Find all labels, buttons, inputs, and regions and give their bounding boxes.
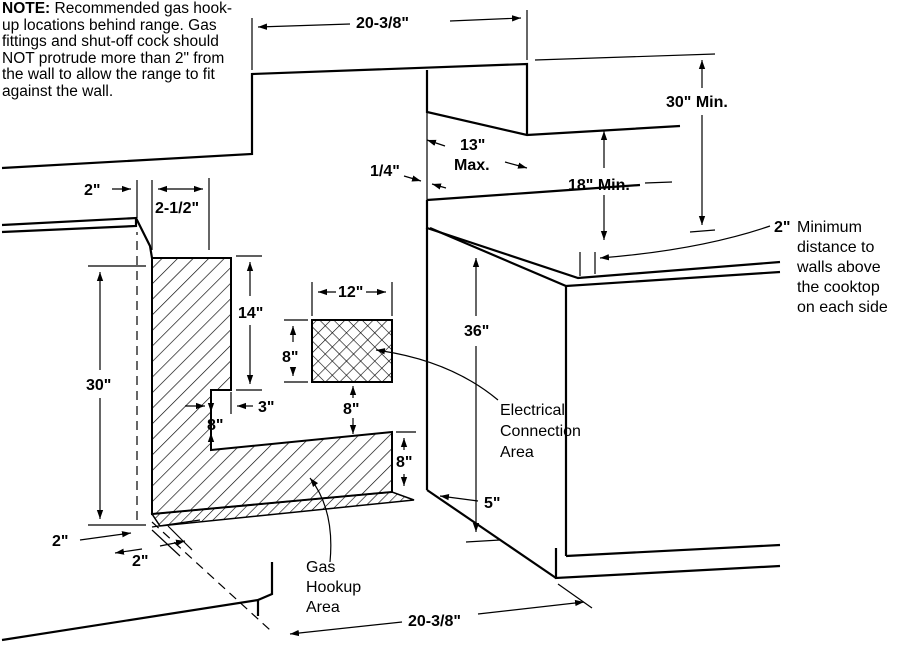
gas-hookup-area — [150, 257, 415, 527]
dim-eight-box: 8" — [282, 349, 298, 366]
electrical-label-line-1: Electrical — [500, 402, 565, 419]
dim-eight-left: 8" — [207, 417, 223, 434]
dim-top-width: 20-3/8" — [356, 15, 409, 32]
electrical-label-line-3: Area — [500, 444, 534, 461]
right-countertop — [425, 183, 781, 580]
dim-thirty: 30" — [86, 377, 111, 394]
dim-bottom-two-left: 2" — [52, 533, 68, 550]
dim-eight-right: 8" — [396, 454, 412, 471]
installation-note: NOTE: Recommended gas hook-up locations … — [2, 0, 242, 101]
gas-label-line-3: Area — [306, 599, 340, 616]
dim-bottom-width: 20-3/8" — [408, 613, 461, 630]
dim-left-two-half: 2-1/2" — [155, 200, 199, 217]
side-clearance-line-1: Minimum — [797, 219, 862, 236]
dim-clearance-height: 18" Min. — [568, 177, 630, 194]
dim-twelve: 12" — [338, 284, 363, 301]
left-countertop — [1, 216, 154, 259]
upper-cabinet — [1, 62, 681, 200]
dim-quarter-inch: 1/4" — [370, 163, 400, 180]
gas-label-line-2: Hookup — [306, 579, 361, 596]
dim-side-clearance: 2" — [774, 219, 790, 236]
side-clearance-line-3: walls above — [796, 259, 881, 276]
side-clearance-line-2: distance to — [797, 239, 874, 256]
dim-fourteen: 14" — [238, 305, 263, 322]
dimension-lines — [79, 10, 771, 637]
dim-eight-gap: 8" — [343, 401, 359, 418]
dim-cabinet-depth: 13" — [460, 137, 485, 154]
note-heading: NOTE: — [2, 0, 51, 17]
side-clearance-line-5: on each side — [797, 299, 888, 316]
dim-three: 3" — [258, 399, 274, 416]
side-clearance-line-4: the cooktop — [797, 279, 880, 296]
gas-label-line-1: Gas — [306, 559, 335, 576]
dim-left-two: 2" — [84, 182, 100, 199]
dim-counter-height: 36" — [464, 323, 489, 340]
floor — [1, 232, 274, 642]
dim-cabinet-depth-max: Max. — [454, 157, 490, 174]
dim-cabinet-height: 30" Min. — [666, 94, 728, 111]
note-text: Recommended gas hook-up locations behind… — [2, 0, 233, 100]
dim-bottom-two: 2" — [132, 553, 148, 570]
electrical-label-line-2: Connection — [500, 423, 581, 440]
dim-five: 5" — [484, 495, 500, 512]
